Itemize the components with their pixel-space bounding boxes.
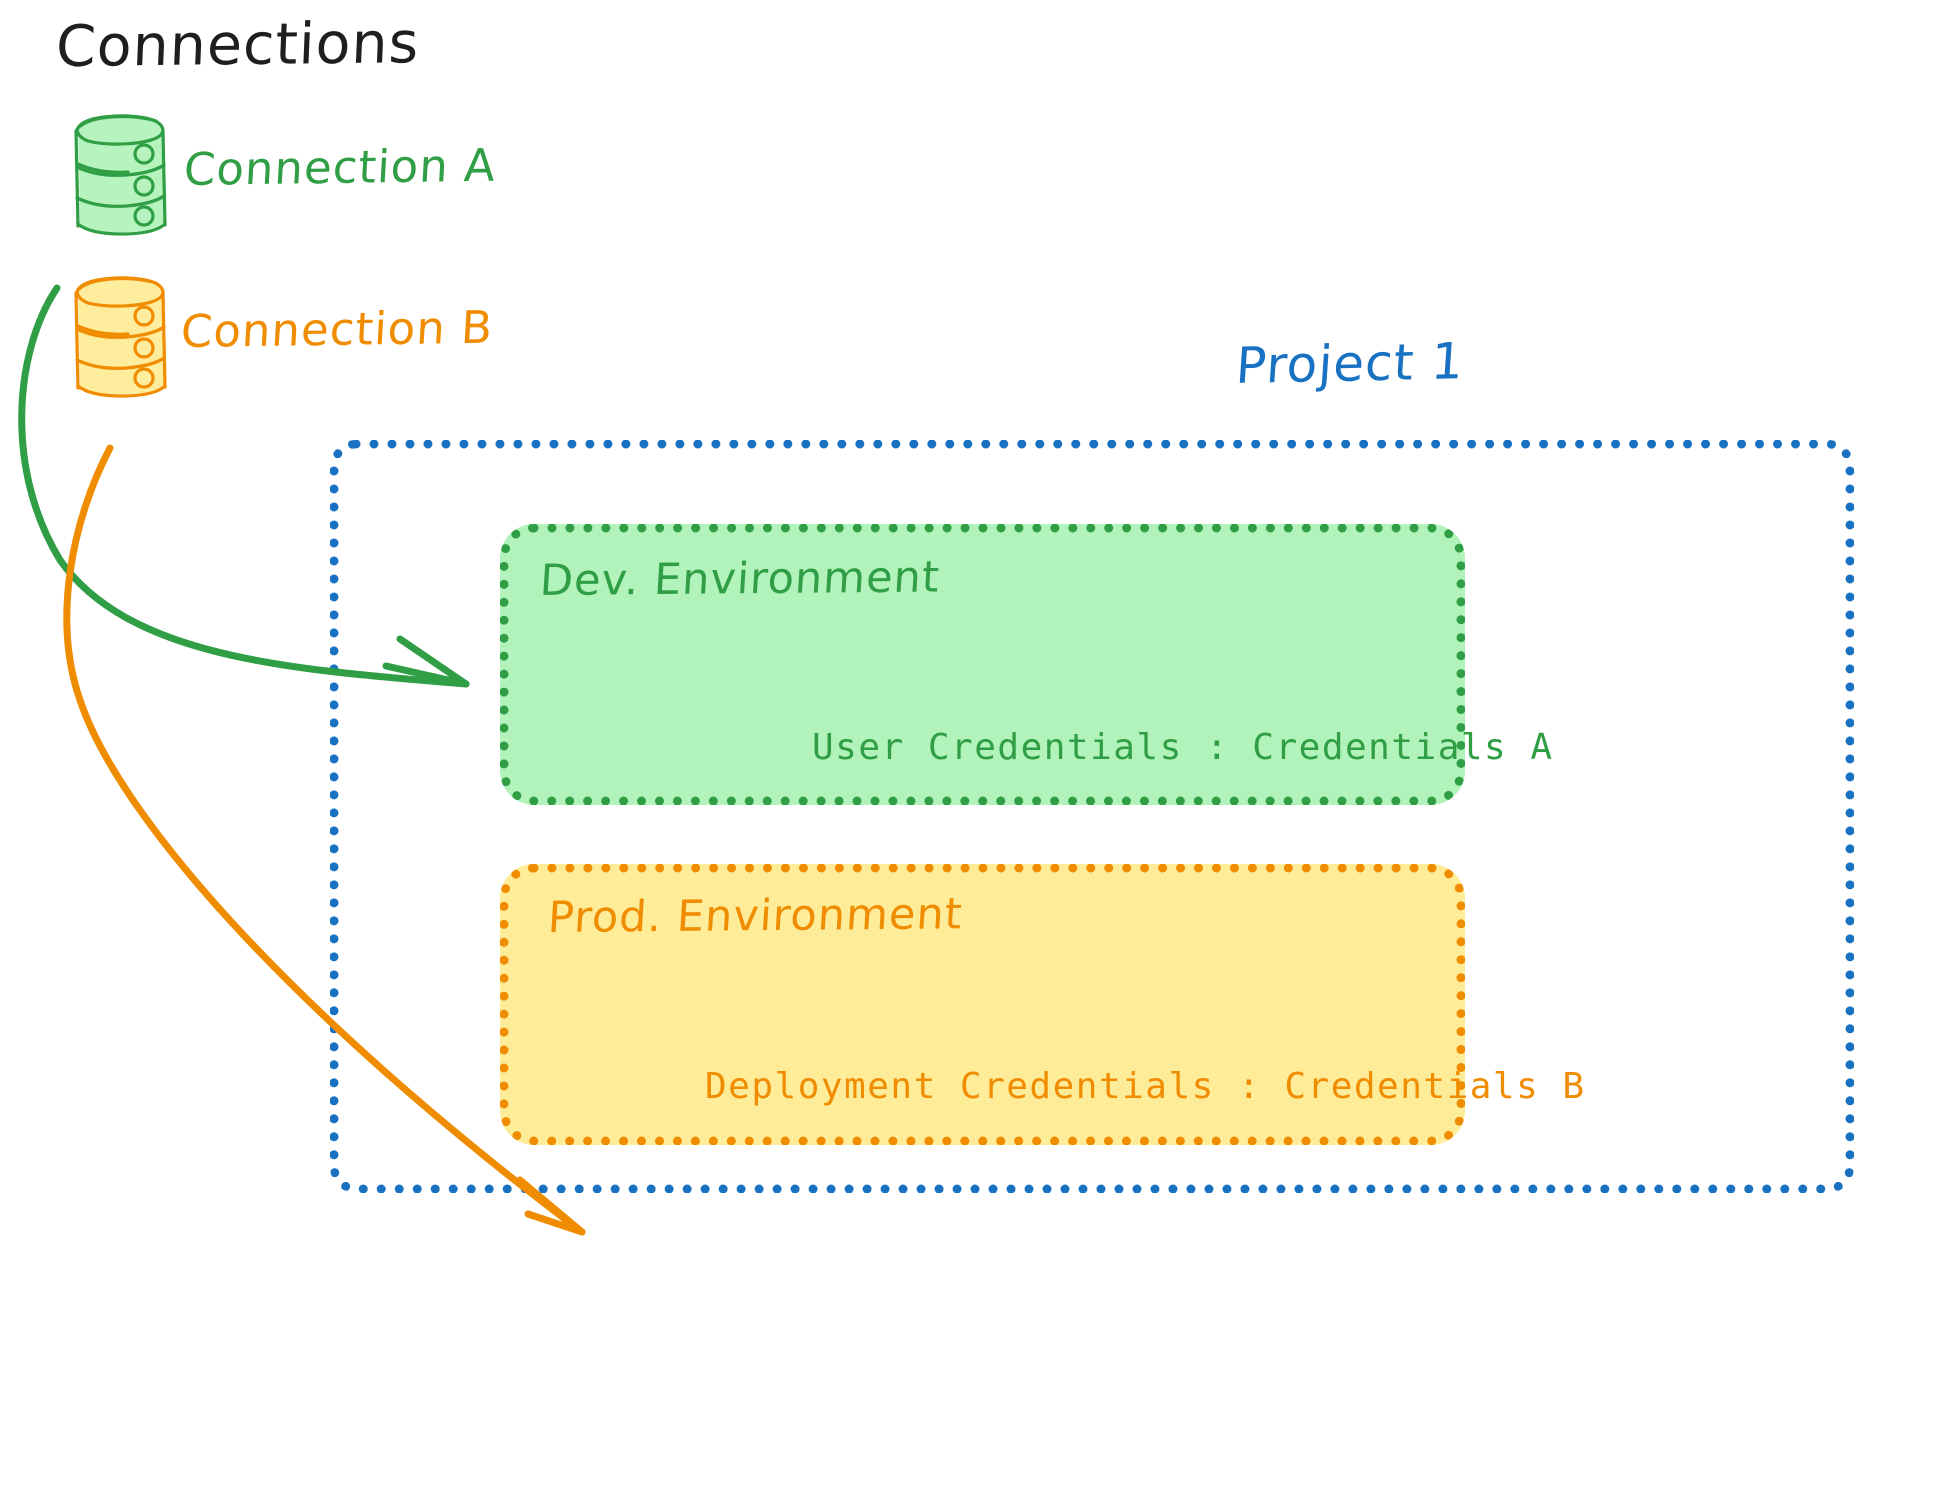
dev-environment-title: Dev. Environment (538, 552, 942, 606)
prod-environment-container[interactable] (500, 864, 1465, 1145)
prod-environment-credentials: Deployment Credentials : Credentials B (705, 1066, 1586, 1107)
database-cylinder-icon-connection-a[interactable] (68, 110, 178, 244)
prod-environment-title: Prod. Environment (546, 889, 965, 943)
project-label: Project 1 (1234, 332, 1467, 395)
connection-b-label: Connection B (179, 300, 495, 358)
database-cylinder-icon-connection-b[interactable] (68, 272, 178, 406)
connection-a-label: Connection A (182, 138, 498, 196)
page-title: Connections (54, 10, 421, 80)
dev-environment-credentials: User Credentials : Credentials A (812, 727, 1554, 768)
